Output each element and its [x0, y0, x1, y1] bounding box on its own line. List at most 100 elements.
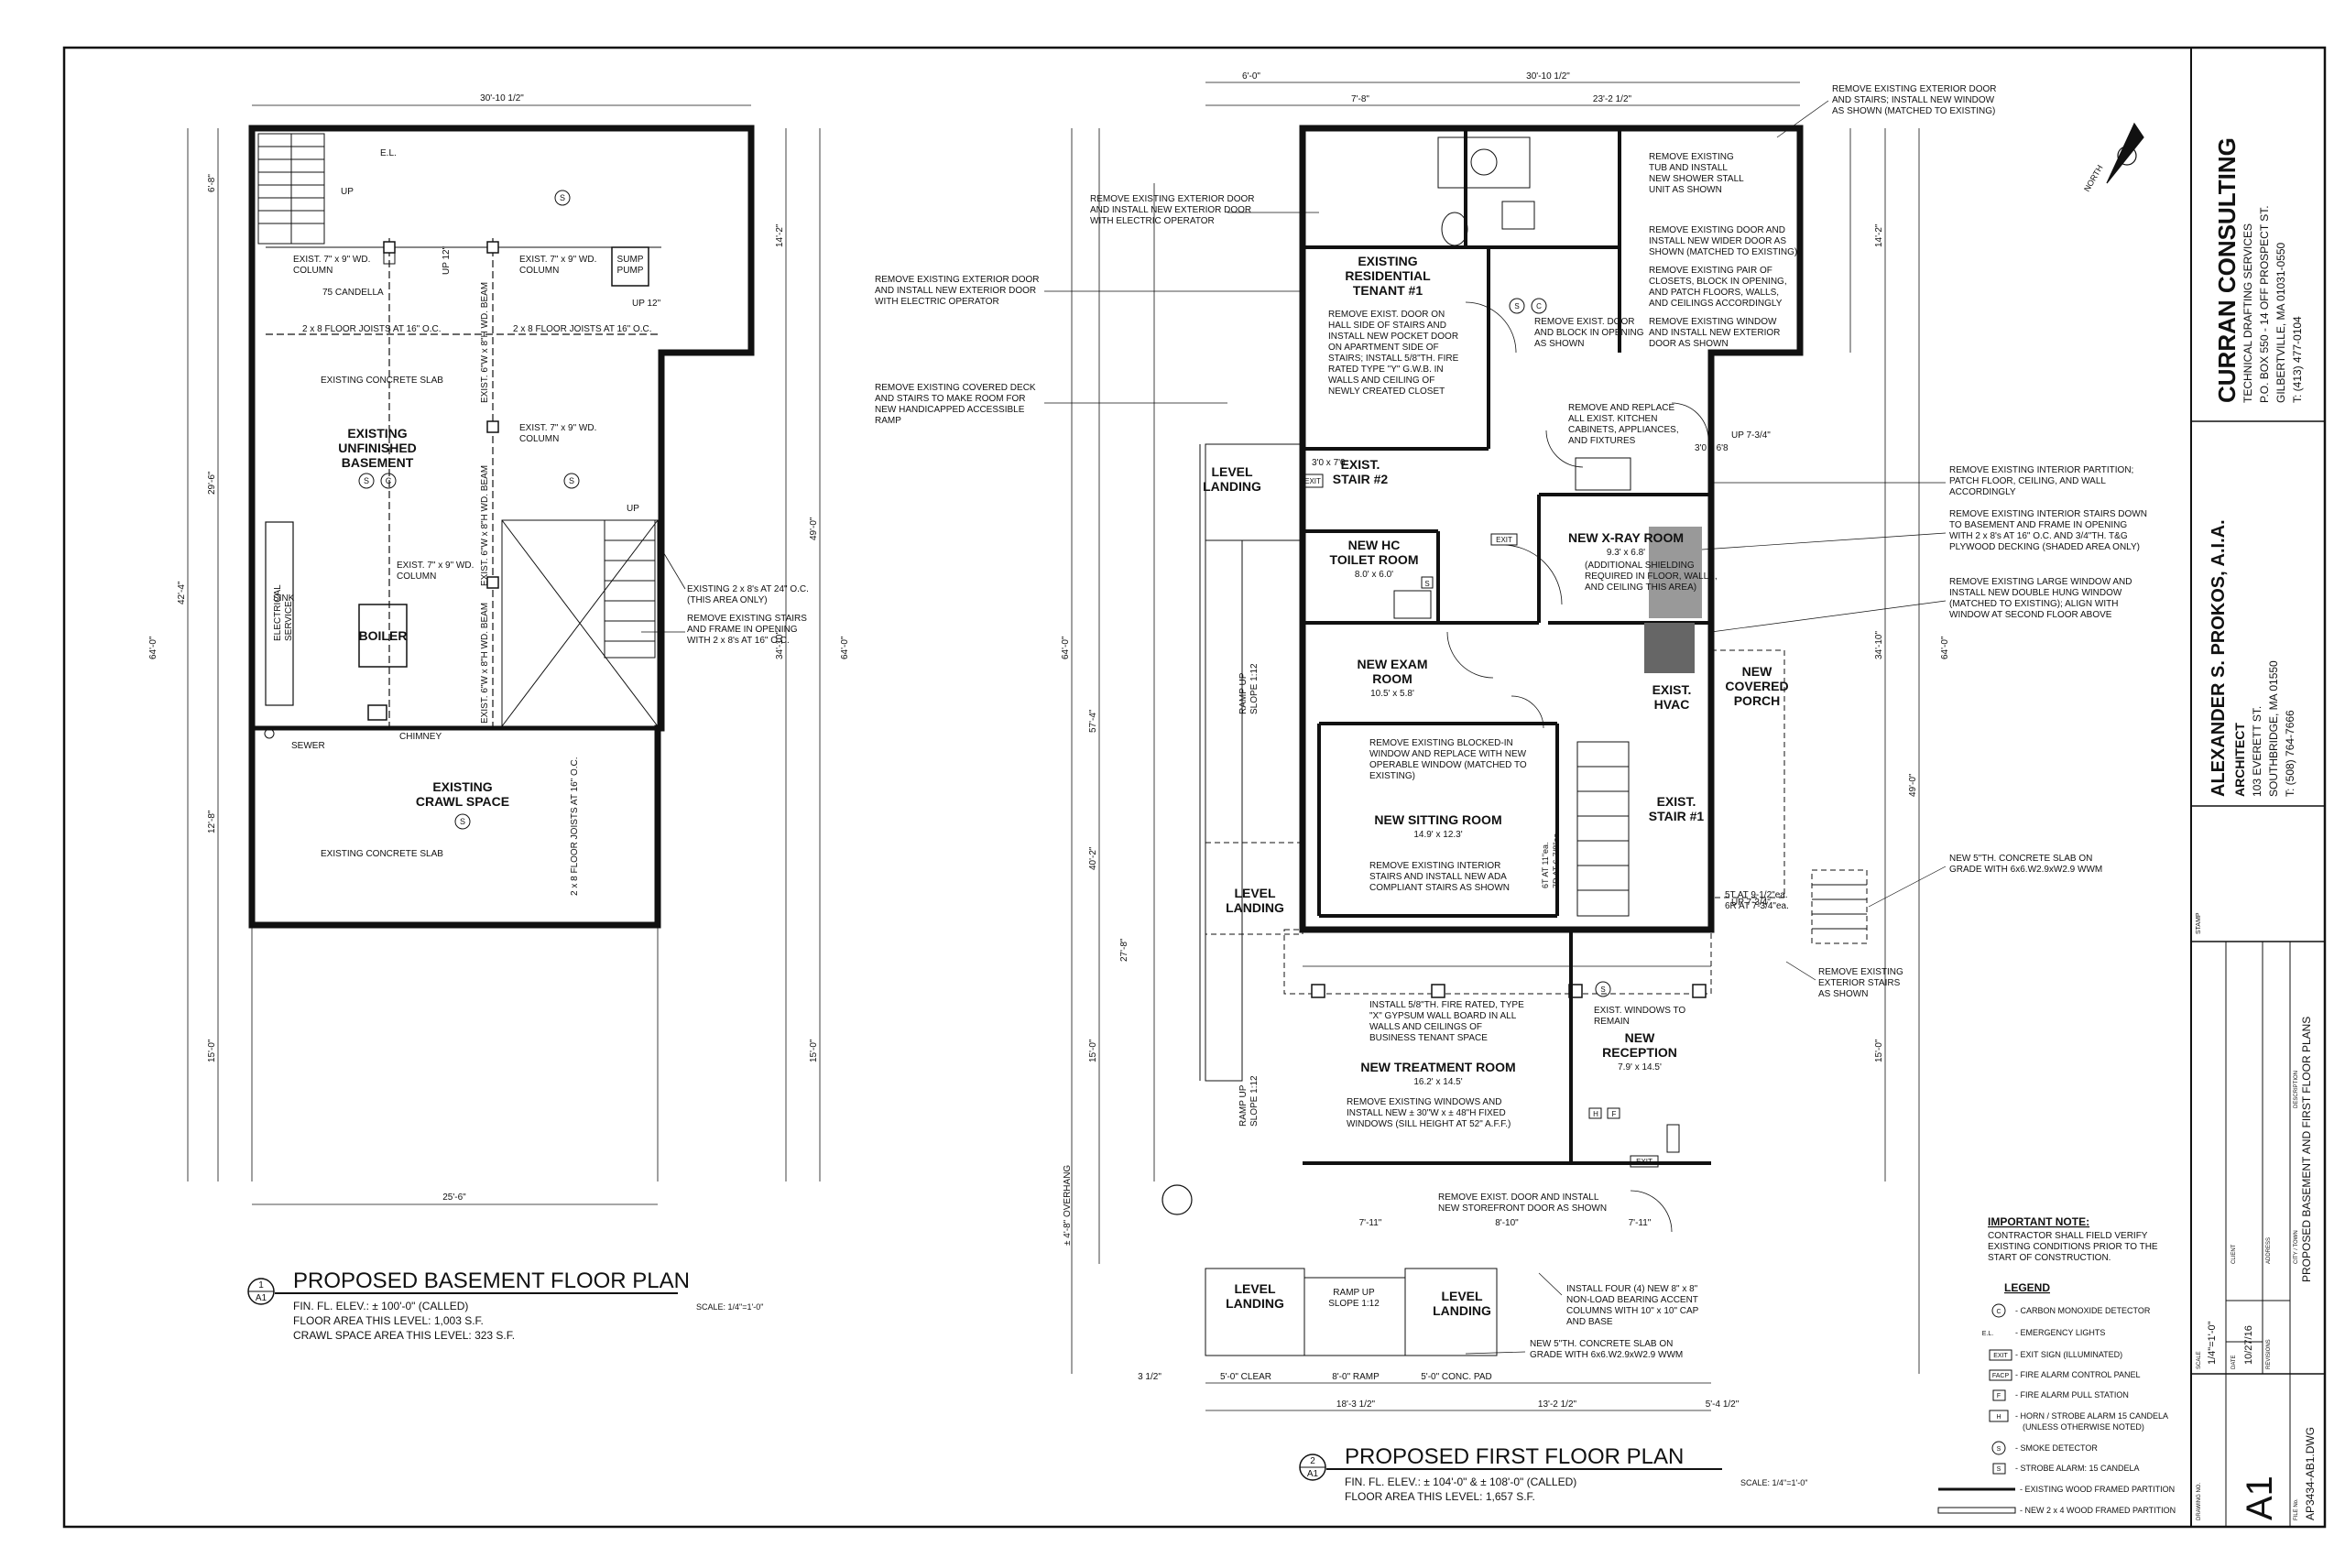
svg-text:H: H: [1593, 1110, 1598, 1118]
ramp3-2: SLOPE 1:12: [1328, 1299, 1380, 1309]
basement-title-line2: FLOOR AREA THIS LEVEL: 1,003 S.F.: [293, 1314, 484, 1327]
room-unfinished-2: UNFINISHED: [338, 441, 417, 455]
basement-title-num: 1: [258, 1280, 264, 1290]
address-label: ADDRESS: [2266, 1237, 2272, 1264]
n-wider-2: INSTALL NEW WIDER DOOR AS: [1649, 236, 1786, 246]
room-reception-2: RECEPTION: [1602, 1045, 1677, 1060]
n-blockedin-4: EXISTING): [1369, 771, 1415, 781]
n-tl2-2: AND INSTALL NEW EXTERIOR DOOR: [875, 286, 1036, 296]
interior-walls: [1303, 128, 1711, 1165]
n-intstairs-1: REMOVE EXISTING INTERIOR STAIRS DOWN: [1949, 509, 2147, 519]
n-pocket-6: RATED TYPE "Y" G.W.B. IN: [1328, 365, 1444, 375]
architect-line1: ARCHITECT: [2232, 723, 2247, 797]
description-label: DESCRIPTION: [2294, 1071, 2299, 1108]
room-stair2-2: STAIR #2: [1333, 472, 1389, 486]
legend-sym-8: S: [1997, 1466, 2001, 1473]
legend-heading: LEGEND: [2004, 1281, 2050, 1294]
section-marker: [1162, 1184, 1193, 1215]
dim-f-right2: 34'-10": [1874, 631, 1884, 659]
legend-sym-2: EXIT: [1993, 1353, 2008, 1359]
n-columns-3: COLUMNS WITH 10" x 10" CAP: [1566, 1306, 1699, 1316]
sewer: [264, 728, 275, 739]
stamp-label: STAMP: [2196, 912, 2202, 934]
n-kitchen-4: AND FIXTURES: [1568, 436, 1636, 446]
n-deck-2: AND STAIRS TO MAKE ROOM FOR: [875, 394, 1025, 404]
dim-b-bottom: 25'-6": [442, 1192, 466, 1203]
dim-f-bot4: 18'-3 1/2": [1336, 1399, 1376, 1410]
n-columns-4: AND BASE: [1566, 1317, 1613, 1327]
n-deck-1: REMOVE EXISTING COVERED DECK: [875, 383, 1036, 393]
up-label-2: UP: [627, 504, 639, 514]
size-reception: 7.9' x 14.5': [1618, 1062, 1662, 1073]
n-blockedin-3: OPERABLE WINDOW (MATCHED TO: [1369, 760, 1527, 770]
basement-symbols: [358, 190, 580, 830]
legend-sym-3: FACP: [1992, 1373, 2010, 1379]
n-adastairs-3: COMPLIANT STAIRS AS SHOWN: [1369, 883, 1510, 893]
up-label-1: UP: [341, 187, 354, 197]
level-4a: LEVEL: [1441, 1289, 1483, 1303]
room-sitting: NEW SITTING ROOM: [1374, 812, 1501, 827]
n-tl1-1: REMOVE EXISTING EXTERIOR DOOR: [1090, 194, 1254, 204]
drawing-value: A1: [2240, 1475, 2280, 1520]
n-deck-4: RAMP: [875, 416, 901, 426]
beam-3: EXIST. 6"W x 8"H WD. BEAM: [480, 603, 490, 724]
dim-b-left4: 64'-0": [148, 636, 158, 659]
room-boiler: BOILER: [359, 628, 408, 643]
n-slabtop-2: GRADE WITH 6x6.W2.9xW2.9 WWM: [1949, 865, 2102, 875]
stair-opening: [501, 519, 659, 727]
svg-text:C: C: [1536, 302, 1542, 310]
architect-line2: 103 EVERETT ST.: [2251, 706, 2263, 797]
chimney: [367, 704, 387, 721]
el-label: E.L.: [380, 148, 397, 158]
room-crawl-1: EXISTING: [432, 779, 492, 794]
n-kitchen-2: ALL EXIST. KITCHEN: [1568, 414, 1657, 424]
up12-b: UP 12": [632, 299, 661, 309]
sheet-border: [62, 46, 2327, 1529]
room-unfinished-1: EXISTING: [347, 426, 407, 441]
n-topright-3: AS SHOWN (MATCHED TO EXISTING): [1832, 106, 1995, 116]
legend-text-4: - FIRE ALARM PULL STATION: [2015, 1390, 2129, 1399]
ramp2-2: SLOPE 1:12: [1249, 1075, 1260, 1127]
dim-b-left5: 12'-8": [207, 810, 217, 833]
col1-2: COLUMN: [293, 266, 333, 276]
file-value: AP3434-AB1.DWG: [2304, 1427, 2317, 1520]
chimney-label: CHIMNEY: [399, 732, 442, 742]
legend-text-3: - FIRE ALARM CONTROL PANEL: [2015, 1370, 2141, 1379]
dim-f-front1: 7'-11": [1359, 1218, 1382, 1228]
n-columns-2: NON-LOAD BEARING ACCENT: [1566, 1295, 1698, 1305]
col2-1: EXIST. 7" x 9" WD.: [519, 255, 596, 265]
remove-stairs-3: WITH 2 x 8's AT 16" O.C.: [687, 636, 790, 646]
dim-f-right1: 14'-2": [1874, 223, 1884, 247]
legend-text-8: - STROBE ALARM: 15 CANDELA: [2015, 1464, 2140, 1473]
first-leaders: [1044, 100, 1947, 1355]
horn-strobe: [383, 252, 396, 265]
joists-2: 2 x 8 FLOOR JOISTS AT 16" O.C.: [513, 324, 652, 334]
electrical-service: [265, 521, 294, 706]
architect-line4: T: (508) 764-7666: [2284, 710, 2296, 797]
legend-sym-5: H: [1996, 1414, 2001, 1421]
n-pocket-2: HALL SIDE OF STAIRS AND: [1328, 321, 1446, 331]
legend: LEGEND C E.L. EXIT FACP F H S S - CARBON…: [1937, 1281, 2176, 1515]
svg-text:F: F: [1612, 1110, 1617, 1118]
legend-text-7: - SMOKE DETECTOR: [2015, 1443, 2098, 1453]
n-closets-1: REMOVE EXISTING PAIR OF: [1649, 266, 1772, 276]
legend-text-1: - EMERGENCY LIGHTS: [2015, 1328, 2105, 1337]
n-topright-1: REMOVE EXISTING EXTERIOR DOOR: [1832, 84, 1996, 94]
col4-1: EXIST. 7" x 9" WD.: [397, 561, 474, 571]
n-block-1: REMOVE EXIST. DOOR: [1534, 317, 1634, 327]
n-adastairs-2: STAIRS AND INSTALL NEW ADA: [1369, 872, 1507, 882]
north-arrow: [2106, 122, 2144, 184]
level-1b: LANDING: [1203, 479, 1261, 494]
basement-title-name: PROPOSED BASEMENT FLOOR PLAN: [293, 1269, 690, 1293]
revisions-label: REVISIONS: [2266, 1339, 2272, 1369]
n-blockedin-1: REMOVE EXISTING BLOCKED-IN: [1369, 738, 1513, 748]
beam-2: EXIST. 6"W x 8"H WD. BEAM: [480, 465, 490, 586]
room-tenant-2: RESIDENTIAL: [1345, 268, 1431, 283]
front-porch: [1283, 929, 1712, 995]
first-title-name: PROPOSED FIRST FLOOR PLAN: [1345, 1444, 1684, 1469]
n-gyp-1: INSTALL 5/8"TH. FIRE RATED, TYPE: [1369, 1000, 1524, 1010]
basement-columns: [383, 241, 499, 589]
hvac-shaded: [1644, 623, 1695, 673]
size-exam: 10.5' x 5.8': [1370, 689, 1414, 699]
